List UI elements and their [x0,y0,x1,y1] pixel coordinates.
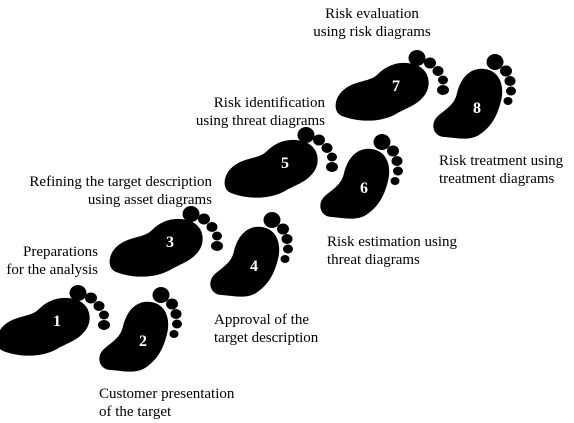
footprint-step-4: 4 [210,212,293,297]
step-8-label-line-1: Risk treatment using [439,153,564,169]
footprint-7-toe-1 [408,50,426,66]
footprint-1-toe-4 [99,310,109,320]
footprint-1-toe-5 [98,320,110,330]
footprint-5-toe-5 [326,162,338,172]
footprint-5-toe-2 [313,134,325,146]
step-6-number: 6 [360,180,368,197]
step-7-label: Risk evaluation using risk diagrams [302,5,442,41]
footprint-3-toe-3 [206,222,218,232]
step-1-number: 1 [53,313,61,330]
step-6-label-line-2: threat diagrams [327,252,420,268]
step-7-number: 7 [392,78,400,95]
step-6-label-line-1: Risk estimation using [327,234,458,250]
footprint-2-toe-5 [169,330,179,338]
step-2-number: 2 [139,333,147,350]
step-3-label-line-1: Refining the target description [29,174,212,190]
footprint-7-sole [335,62,429,121]
footprint-4-toe-4 [283,244,293,254]
step-8-label: Risk treatment using treatment diagrams [439,152,563,188]
footprint-5-toe-4 [327,152,337,162]
step-7-label-line-1: Risk evaluation [325,6,419,22]
footprint-step-5: 5 [224,127,338,198]
step-6-label: Risk estimation using threat diagrams [327,233,457,269]
footprint-1-toe-3 [93,301,105,311]
step-7-label-line-2: using risk diagrams [313,24,431,40]
footprint-step-2: 2 [99,287,182,372]
footprint-8-sole [433,68,503,139]
step-5-label-line-1: Risk identification [213,95,325,111]
step-2-label: Customer presentation of the target [99,385,234,421]
footprint-4-toe-3 [281,234,293,244]
footprint-7-toe-5 [437,85,449,95]
footprint-6-sole [320,148,390,219]
footprint-1-toe-1 [69,285,87,301]
footprint-8-toe-4 [506,86,516,96]
step-4-number: 4 [250,258,258,275]
step-3-number: 3 [166,234,174,251]
step-8-number: 8 [473,100,481,117]
step-3-label: Refining the target description using as… [29,173,212,209]
step-8-label-line-2: treatment diagrams [439,171,555,187]
footprint-5-toe-1 [297,127,315,143]
footprint-3-toe-4 [212,231,222,241]
footprint-4-toe-1 [263,212,281,228]
footprint-8-toe-3 [504,76,516,86]
footprint-3-sole [109,218,203,277]
footprint-1-sole [0,297,90,356]
footprint-2-toe-1 [152,287,170,303]
footprint-6-toe-5 [390,177,400,185]
step-5-label-line-2: using threat diagrams [195,113,325,129]
step-1-label: Preparations for the analysis [6,243,98,279]
step-4-label-line-1: Approval of the [214,312,309,328]
footprint-step-1: 1 [0,285,110,356]
footprint-8-toe-1 [486,54,504,70]
step-4-label: Approval of the target description [214,311,318,347]
footprint-step-8: 8 [433,54,516,139]
footprint-3-toe-5 [211,241,223,251]
footprint-2-toe-4 [172,319,182,329]
footprint-1-toe-2 [85,292,97,304]
footprint-7-toe-4 [438,75,448,85]
step-2-label-line-2: of the target [99,404,172,420]
step-4-label-line-2: target description [214,330,319,346]
footprint-7-toe-3 [432,66,444,76]
footprint-8-toe-2 [500,65,512,77]
step-5-label: Risk identification using threat diagram… [196,94,325,130]
footprint-step-6: 6 [320,134,403,219]
footprint-2-toe-2 [166,298,178,310]
step-1-label-line-2: for the analysis [6,262,98,278]
footprint-5-sole [224,139,318,198]
footprint-6-toe-2 [387,145,399,157]
step-2-label-line-1: Customer presentation [99,386,235,402]
footprint-7-toe-2 [424,57,436,69]
footprint-4-sole [210,226,280,297]
footprint-step-7: 7 [335,50,449,121]
footprint-2-sole [99,301,169,372]
footprint-step-3: 3 [109,206,223,277]
footprint-8-toe-5 [503,97,513,105]
step-3-label-line-2: using asset diagrams [87,192,212,208]
footprint-3-toe-2 [198,213,210,225]
footprint-5-toe-3 [321,143,333,153]
footprint-6-toe-3 [391,156,403,166]
footprint-2-toe-3 [170,309,182,319]
footprint-4-toe-5 [280,255,290,263]
footprint-6-toe-4 [393,166,403,176]
step-1-label-line-1: Preparations [23,244,98,260]
footprint-4-toe-2 [277,223,289,235]
footprint-3-toe-1 [182,206,200,222]
step-5-number: 5 [281,155,289,172]
footprint-6-toe-1 [373,134,391,150]
